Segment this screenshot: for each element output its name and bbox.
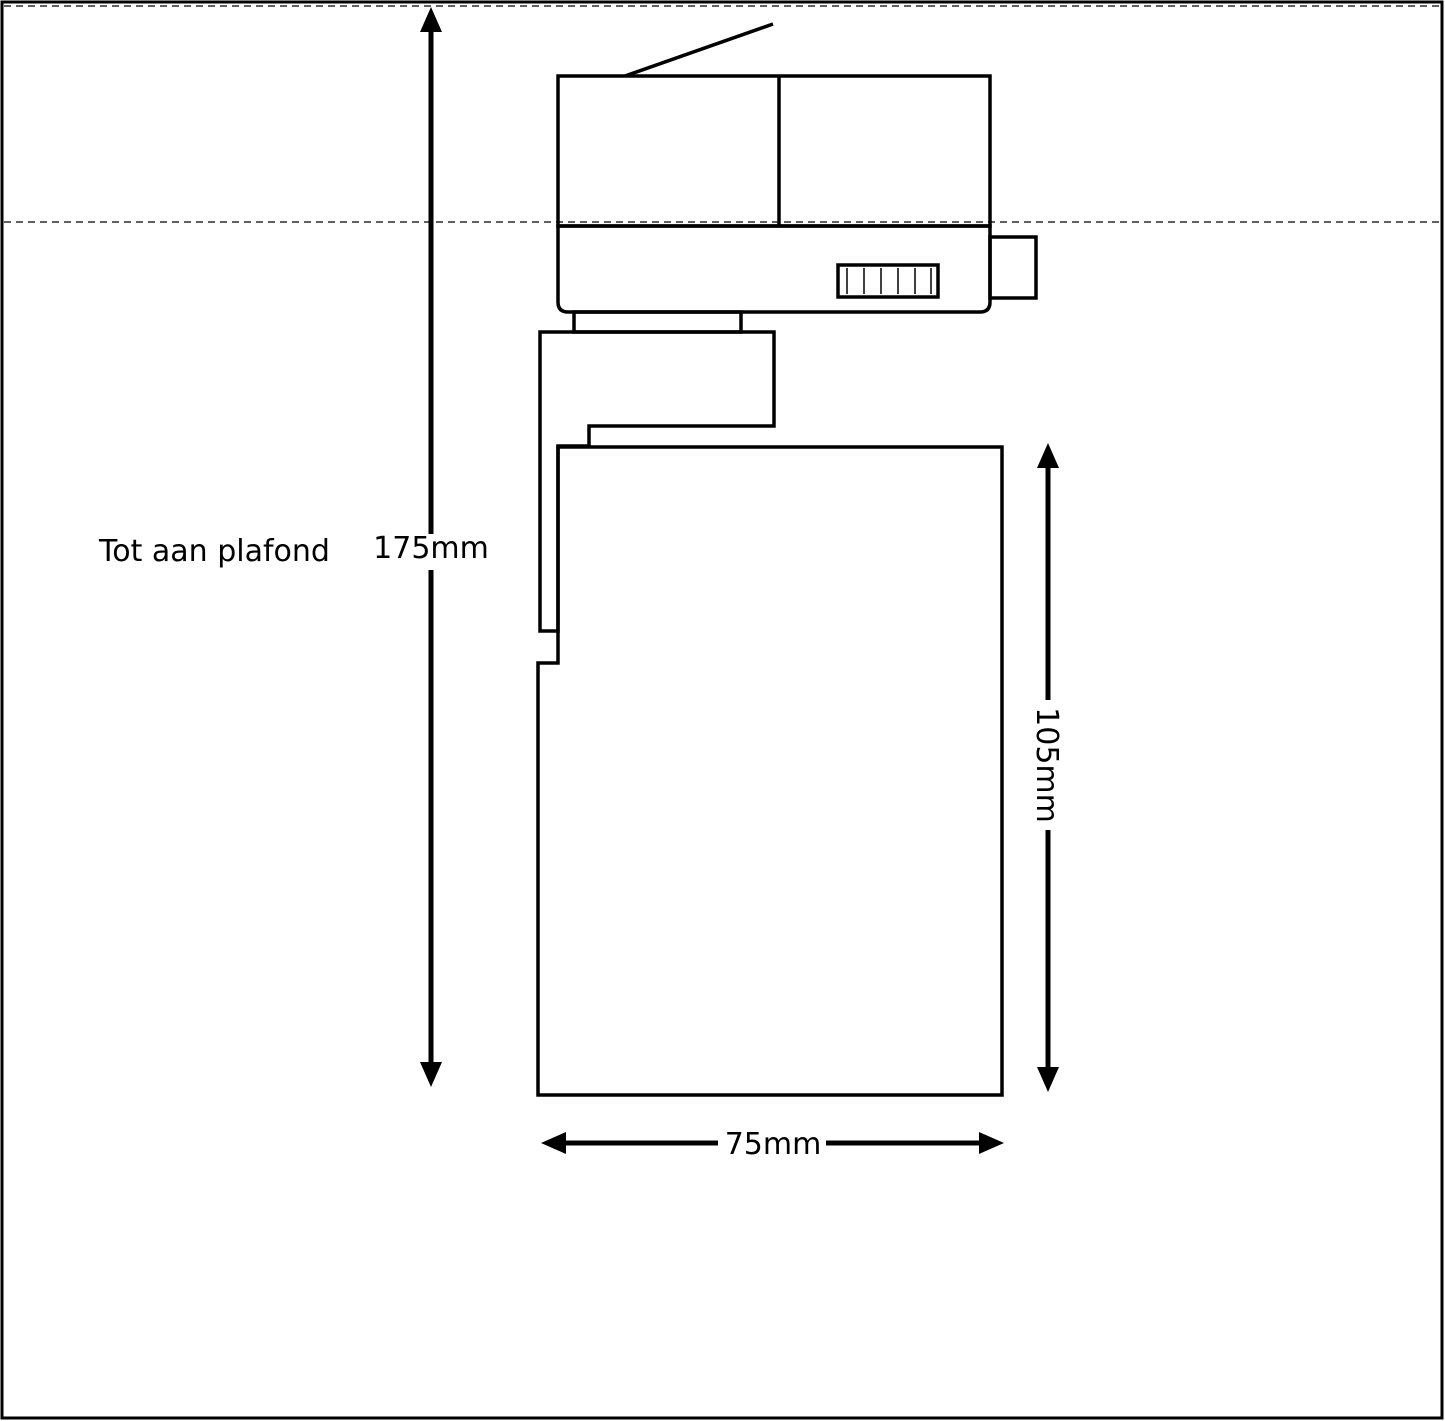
- dimension-body-width: [541, 1132, 1004, 1154]
- adapter-base: [556, 224, 992, 314]
- arrowhead-up-icon: [420, 7, 442, 32]
- dimension-total-height: [420, 7, 442, 1087]
- adapter-side-tab: [988, 235, 1038, 300]
- arrowhead-right-icon: [979, 1132, 1004, 1154]
- adapter-lever: [624, 22, 774, 78]
- lamp-body: [536, 445, 1004, 1097]
- dimension-body-height: [1037, 443, 1059, 1092]
- arrowhead-up-icon: [1037, 443, 1059, 468]
- arrowhead-down-icon: [1037, 1067, 1059, 1092]
- mounting-arm: [538, 330, 776, 633]
- arrowhead-left-icon: [541, 1132, 566, 1154]
- total-height-label: 175mm: [373, 531, 489, 566]
- adapter-neck: [572, 310, 743, 334]
- body-width-label: 75mm: [725, 1127, 822, 1162]
- body-height-label: 105mm: [1029, 707, 1064, 823]
- adapter-top-block: [556, 74, 992, 228]
- arrowhead-down-icon: [420, 1062, 442, 1087]
- switch-icon: [836, 263, 940, 299]
- ceiling-label: Tot aan plafond: [98, 534, 330, 569]
- track-adapter: [556, 22, 1038, 334]
